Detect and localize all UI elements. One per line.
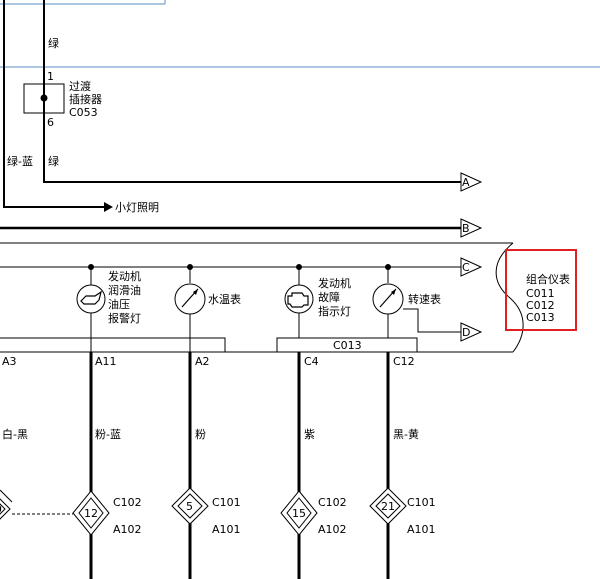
- c053-label-line2: 插接器: [69, 92, 102, 106]
- cluster-outline-wavy-edge: [495, 242, 524, 353]
- splice-5-number: 5: [186, 500, 193, 513]
- splice-15-diamond-inner: [286, 497, 312, 529]
- wire-color-a2: 粉: [195, 428, 206, 441]
- pin-label-c12: C12: [393, 355, 415, 368]
- engine-lamp-label-3: 指示灯: [318, 304, 351, 318]
- c053-pin-bottom: 6: [47, 116, 54, 129]
- splice-15-number: 15: [292, 507, 306, 520]
- tach-wire-to-d: [403, 308, 461, 333]
- pin-label-a2: A2: [195, 355, 210, 368]
- splice-21-bottom-connector: A101: [407, 523, 436, 536]
- tach-symbol: [372, 283, 404, 315]
- connector-bar-c013: [276, 337, 418, 353]
- engine-icon: [287, 292, 309, 308]
- splice-21: 21 C101 A101: [369, 487, 436, 536]
- connector-bar-left: [0, 337, 226, 352]
- wire-color-green-blue: 绿-蓝: [7, 154, 33, 168]
- tach-needle-tip: [391, 289, 396, 295]
- arrow-a-head: [460, 172, 483, 192]
- oil-lamp-junction: [88, 264, 94, 270]
- cluster-id-2: C012: [526, 299, 555, 312]
- splice-12-diamond-inner: [78, 497, 104, 529]
- oil-can-icon: [80, 290, 102, 305]
- tach-label: 转速表: [408, 292, 441, 306]
- splice-12-top-connector: C102: [113, 496, 142, 509]
- splice-5-bottom-connector: A101: [212, 523, 241, 536]
- splice-21-diamond-inner: [375, 493, 401, 519]
- splice-15-top-connector: C102: [318, 496, 347, 509]
- cluster-id-1: C011: [526, 287, 555, 300]
- water-gauge-needle-tip: [193, 289, 198, 295]
- oil-lamp-label-2: 润滑油: [108, 283, 141, 297]
- pin-label-a3: A3: [2, 355, 17, 368]
- splice-5-diamond-inner: [177, 493, 203, 519]
- splice-left: 9: [0, 489, 13, 520]
- splice-5-top-connector: C101: [212, 496, 241, 509]
- arrow-d-head: [460, 322, 483, 342]
- splice-15: 15 C102 A102: [280, 490, 347, 536]
- arrow-c-head: [460, 257, 483, 277]
- arrow-a-label: A: [462, 176, 470, 189]
- wire-color-connector-green: 绿: [48, 154, 59, 168]
- wire-color-top-green: 绿: [48, 36, 59, 50]
- water-gauge-label: 水温表: [208, 292, 241, 306]
- small-light-label: 小灯照明: [115, 201, 159, 214]
- engine-lamp-label-2: 故障: [318, 290, 340, 304]
- c053-label-line1: 过渡: [69, 79, 91, 93]
- splice-15-bottom-connector: A102: [318, 523, 347, 536]
- splice-12-bottom-connector: A102: [113, 523, 142, 536]
- c053-pin-top: 1: [47, 70, 54, 83]
- connector-bar-c013-label: C013: [333, 339, 362, 352]
- splice-21-number: 21: [381, 500, 395, 513]
- arrow-c-label: C: [462, 261, 470, 274]
- wire-color-c12: 黑-黄: [393, 427, 419, 441]
- arrow-b-label: B: [462, 222, 470, 235]
- engine-lamp-label-1: 发动机: [318, 276, 351, 290]
- arrow-b-head: [460, 218, 483, 238]
- splice-5: 5 C101 A101: [171, 487, 241, 536]
- water-gauge-junction: [187, 264, 193, 270]
- small-light-arrow: [104, 202, 113, 212]
- splice-left-diamond-inner: [0, 503, 6, 515]
- splice-left-ground-lines: [0, 489, 13, 503]
- oil-lamp-symbol: [76, 284, 106, 314]
- arrow-d-label: D: [462, 326, 470, 339]
- oil-lamp-label-1: 发动机: [108, 269, 141, 283]
- cluster-highlight-box: [505, 249, 577, 331]
- splice-12-number: 12: [84, 507, 98, 520]
- c053-label-id: C053: [69, 106, 98, 119]
- pin-label-a11: A11: [95, 355, 117, 368]
- wire-color-a3: 白-黑: [2, 427, 28, 441]
- splice-21-top-connector: C101: [407, 496, 436, 509]
- water-gauge-symbol: [174, 283, 206, 315]
- oil-lamp-label-4: 报警灯: [108, 311, 141, 325]
- wire-color-c4: 紫: [304, 428, 315, 441]
- splice-left-number: 9: [0, 503, 2, 516]
- engine-lamp-symbol: [284, 284, 314, 314]
- oil-lamp-label-3: 油压: [108, 297, 130, 311]
- tach-junction: [385, 264, 391, 270]
- wire-color-a11: 粉-蓝: [95, 428, 121, 441]
- cluster-title: 组合仪表: [526, 272, 570, 286]
- pin-label-c4: C4: [304, 355, 319, 368]
- splice-12: 12 C102 A102: [72, 490, 142, 536]
- engine-lamp-junction: [296, 264, 302, 270]
- cluster-id-3: C013: [526, 311, 555, 324]
